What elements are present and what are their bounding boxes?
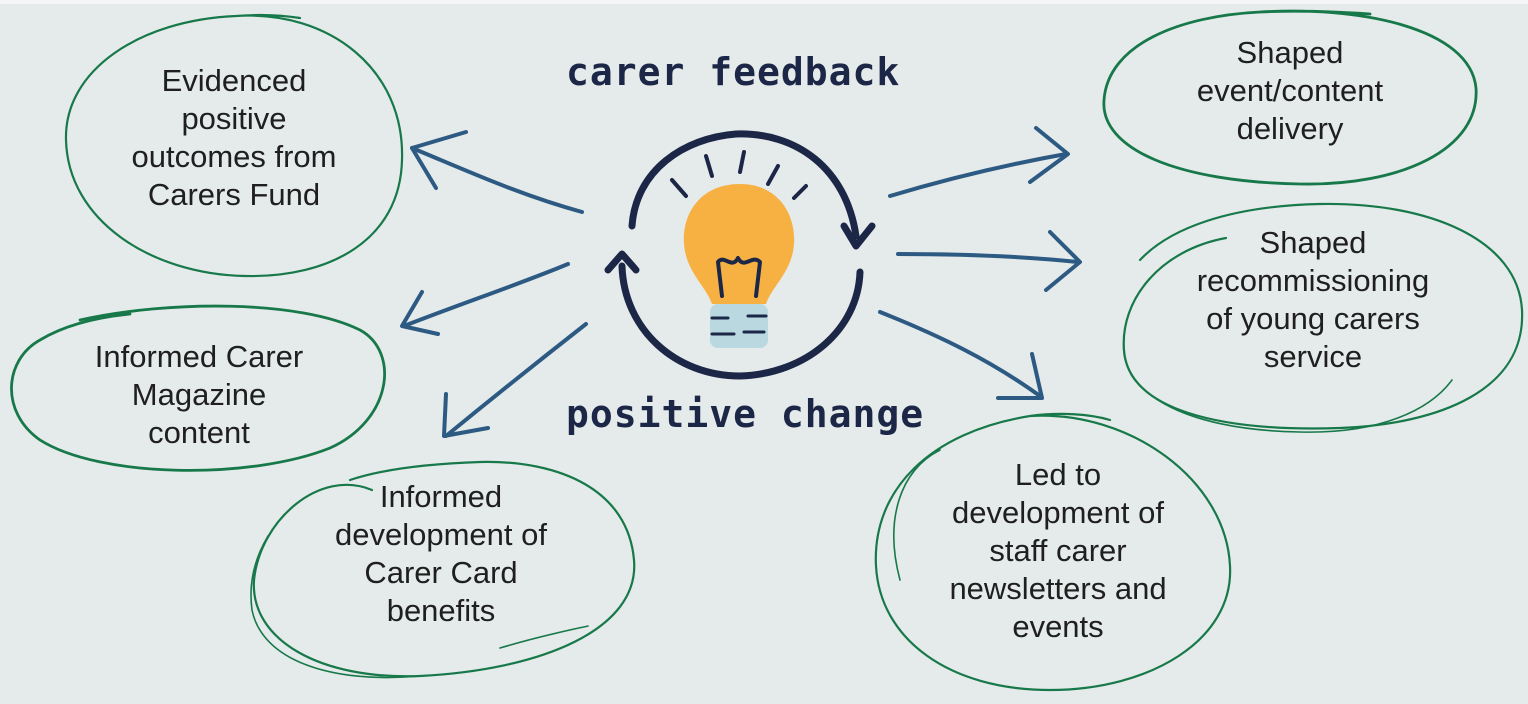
- arrow-head-magazine: [400, 290, 440, 336]
- oval-magazine: [10, 304, 386, 472]
- oval-staff-newsletters: [874, 412, 1232, 692]
- arrow-head-young-carers: [1044, 230, 1082, 292]
- arrow-to-staff-newsletters: [878, 310, 1042, 398]
- oval-carer-card-inner: [250, 535, 421, 679]
- arrow-to-young-carers: [896, 252, 1080, 264]
- arrow-to-event-content: [888, 152, 1068, 198]
- arrow-to-carers-fund: [410, 146, 584, 214]
- oval-young-carers-inner: [1122, 339, 1453, 433]
- outcome-magazine: Informed Carer Magazine content: [94, 339, 304, 450]
- cycle-arrows-icon: [604, 130, 876, 380]
- light-rays: [670, 150, 808, 200]
- arrow-head-staff-newsletters: [996, 352, 1044, 400]
- oval-staff-newsletters-inner: [893, 449, 941, 581]
- oval-carer-card: [252, 460, 636, 678]
- outcome-carers-fund: Evidenced positive outcomes from Carers …: [131, 63, 337, 212]
- oval-carers-fund: [64, 13, 404, 278]
- arrow-head-event-content: [1028, 126, 1070, 184]
- outcome-carer-card: Informed development of Carer Card benef…: [335, 479, 547, 628]
- arrow-to-magazine: [402, 262, 570, 328]
- oval-event-content: [1102, 9, 1478, 186]
- outcome-young-carers: Shaped recommissioning of young carers s…: [1196, 225, 1430, 374]
- lightbulb-icon: [683, 184, 795, 348]
- outcome-staff-newsletters: Led to development of staff carer newsle…: [949, 457, 1167, 644]
- arrow-to-carer-card: [444, 322, 588, 438]
- center-top-label: carer feedback: [566, 50, 901, 94]
- arrow-head-carer-card: [442, 392, 490, 438]
- arrow-head-carers-fund: [410, 130, 468, 190]
- top-border: [0, 0, 1528, 4]
- outcome-event-content: Shaped event/content delivery: [1196, 35, 1384, 146]
- center-bottom-label: positive change: [566, 392, 925, 436]
- oval-carer-card-tail: [499, 625, 589, 649]
